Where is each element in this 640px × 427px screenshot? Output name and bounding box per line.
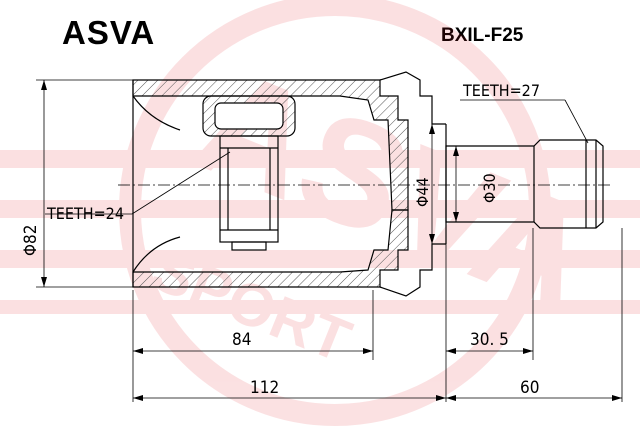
dimension-stub-length: 30. 5 xyxy=(470,330,509,350)
dimension-body-length: 84 xyxy=(232,330,251,350)
part-number: BXIL-F25 xyxy=(441,25,524,46)
brand-logo-text: ASVA xyxy=(62,14,156,51)
dimension-teeth-outer: TEETH=27 xyxy=(462,81,540,100)
dimension-teeth-inner: TEETH=24 xyxy=(46,204,124,223)
dimension-flange-diameter: Φ44 xyxy=(413,177,432,207)
output-shaft xyxy=(445,124,604,244)
dimension-shaft-length: 60 xyxy=(520,378,539,398)
dimension-arrows xyxy=(41,80,622,401)
tripod-bearing xyxy=(202,95,296,251)
dimension-shaft-diameter: Φ30 xyxy=(480,173,499,203)
dimension-lines xyxy=(36,79,623,402)
dimension-outer-diameter: Φ82 xyxy=(21,225,41,257)
dimension-total-length: 112 xyxy=(250,378,279,398)
